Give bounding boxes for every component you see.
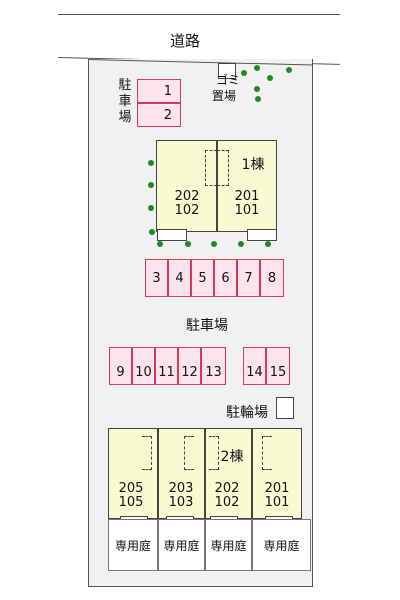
unit-203-label: 203 <box>168 481 194 496</box>
parking-top-label-2: 車 <box>118 94 132 109</box>
building-2-stair-3 <box>209 436 219 470</box>
parking-space-8: 8 <box>260 259 284 297</box>
tree-icon <box>286 67 292 73</box>
building-2-stair-2 <box>184 436 194 470</box>
building-1-unit-right <box>217 140 277 232</box>
unit-102-label: 102 <box>174 203 200 218</box>
tree-icon <box>255 96 261 102</box>
tree-icon <box>265 241 271 247</box>
unit-105-label: 105 <box>118 495 144 510</box>
unit-201b-label: 201 <box>264 481 290 496</box>
private-garden-4: 専用庭 <box>252 519 311 571</box>
building-1-porch-right <box>247 229 277 241</box>
road-label: 道路 <box>170 32 201 50</box>
building-1-porch-left <box>157 229 187 241</box>
building-2-unit-205 <box>108 428 158 519</box>
tree-icon <box>157 241 163 247</box>
unit-102b-label: 102 <box>214 495 240 510</box>
parking-space-5: 5 <box>191 259 214 297</box>
tree-icon <box>267 75 273 81</box>
building-2-unit-202 <box>205 428 252 519</box>
building-2-label: 2棟 <box>220 449 244 465</box>
unit-202b-label: 202 <box>214 481 240 496</box>
building-1-stair-left <box>205 150 217 186</box>
private-garden-2: 専用庭 <box>158 519 205 571</box>
unit-103-label: 103 <box>168 495 194 510</box>
parking-space-6: 6 <box>214 259 237 297</box>
parking-space-2: 2 <box>137 103 181 127</box>
parking-space-11: 11 <box>155 347 178 385</box>
parking-mid-label: 駐車場 <box>186 318 228 334</box>
private-garden-3: 専用庭 <box>205 519 252 571</box>
tree-icon <box>148 182 154 188</box>
parking-space-10: 10 <box>132 347 155 385</box>
unit-205-label: 205 <box>118 481 144 496</box>
tree-icon <box>211 241 217 247</box>
tree-icon <box>241 70 247 76</box>
unit-202-label: 202 <box>174 189 200 204</box>
parking-space-12: 12 <box>178 347 201 385</box>
building-1-label: 1棟 <box>241 157 265 173</box>
parking-space-14: 14 <box>243 347 266 385</box>
tree-icon <box>185 241 191 247</box>
parking-space-1: 1 <box>137 79 181 103</box>
tree-icon <box>148 160 154 166</box>
parking-top-label-3: 場 <box>118 110 132 125</box>
building-2-unit-203 <box>158 428 205 519</box>
garbage-station <box>218 63 236 79</box>
road-edge-top <box>58 14 340 15</box>
parking-space-15: 15 <box>266 347 290 385</box>
private-garden-1: 専用庭 <box>108 519 158 571</box>
building-2-stair-4 <box>262 436 272 470</box>
bike-parking-shed <box>276 397 294 419</box>
tree-icon <box>254 65 260 71</box>
parking-space-4: 4 <box>168 259 191 297</box>
unit-101-label: 101 <box>234 203 260 218</box>
parking-space-7: 7 <box>237 259 260 297</box>
building-2-unit-201 <box>252 428 302 519</box>
tree-icon <box>149 229 155 235</box>
bike-parking-label: 駐輪場 <box>226 405 268 421</box>
tree-icon <box>148 205 154 211</box>
building-2-stair-1 <box>142 436 152 470</box>
garbage-station-label-1: ゴミ <box>215 73 240 87</box>
parking-space-9: 9 <box>109 347 132 385</box>
building-1-stair-right <box>217 150 229 186</box>
unit-101b-label: 101 <box>264 495 290 510</box>
parking-space-13: 13 <box>201 347 226 385</box>
parking-top-label-1: 駐 <box>118 78 132 93</box>
garbage-station-label-2: 置場 <box>211 89 236 103</box>
tree-icon <box>238 241 244 247</box>
building-1-unit-left <box>156 140 217 232</box>
unit-201-label: 201 <box>234 189 260 204</box>
tree-icon <box>254 86 260 92</box>
parking-space-3: 3 <box>145 259 168 297</box>
